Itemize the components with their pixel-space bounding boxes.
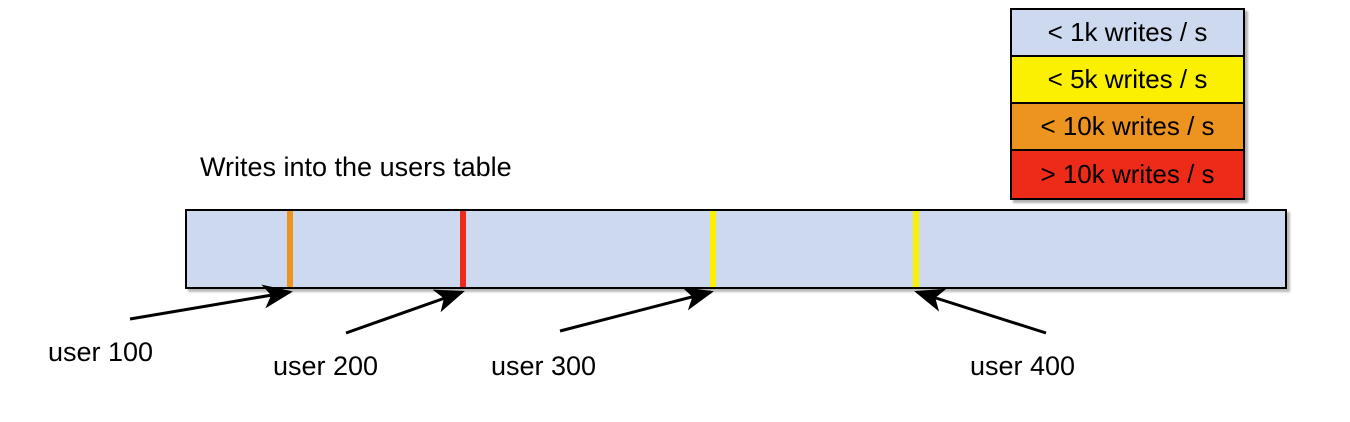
legend-label-lt-1k: < 1k writes / s [1047, 17, 1208, 47]
legend-row-lt-5k: < 5k writes / s [1012, 57, 1243, 104]
legend-row-gt-10k: > 10k writes / s [1012, 151, 1243, 198]
bar-marker-user-200 [460, 211, 466, 287]
bar-marker-user-100 [287, 211, 293, 287]
label-user-400: user 400 [970, 351, 1076, 381]
arrow-user-200 [345, 289, 465, 335]
legend: < 1k writes / s < 5k writes / s < 10k wr… [1010, 8, 1245, 200]
arrow-user-400 [914, 288, 1047, 335]
bar-marker-user-300 [710, 211, 716, 287]
legend-label-gt-10k: > 10k writes / s [1040, 159, 1215, 189]
legend-label-lt-5k: < 5k writes / s [1047, 64, 1208, 94]
chart-title: Writes into the users table [200, 152, 512, 182]
legend-row-lt-10k: < 10k writes / s [1012, 104, 1243, 151]
bar-marker-user-400 [913, 211, 919, 287]
arrow-user-100 [129, 284, 293, 321]
label-user-100: user 100 [48, 337, 154, 367]
legend-row-lt-1k: < 1k writes / s [1012, 10, 1243, 57]
users-table-bar [185, 209, 1287, 289]
label-user-300: user 300 [491, 351, 597, 381]
legend-label-lt-10k: < 10k writes / s [1040, 111, 1215, 141]
label-user-200: user 200 [273, 351, 379, 381]
arrow-user-300 [559, 287, 714, 333]
